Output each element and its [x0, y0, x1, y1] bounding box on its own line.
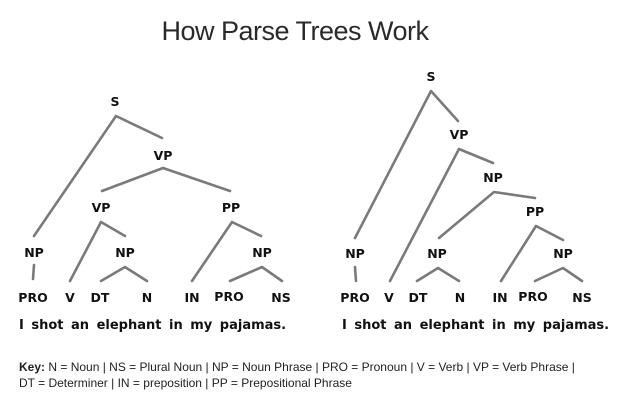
diagram-title: How Parse Trees Work	[161, 16, 429, 46]
leaf-ns: NS	[572, 290, 591, 305]
edge-np-pp	[228, 265, 284, 283]
leaf-ns: NS	[271, 290, 290, 305]
legend-key: Key: N = Noun | NS = Plural Noun | NP = …	[19, 359, 609, 391]
node-vp-inner: VP	[92, 200, 111, 215]
leaf-in: IN	[184, 290, 199, 305]
node-np-subject: NP	[24, 245, 44, 260]
node-np-object: NP	[115, 245, 135, 260]
key-line-1: N = Noun | NS = Plural Noun | NP = Noun …	[45, 360, 575, 374]
edge-np-pp	[533, 266, 584, 283]
leaf-pro: PRO	[18, 290, 47, 305]
edge-np-obj	[99, 265, 149, 283]
edge-vp-inner	[68, 220, 127, 283]
node-s: S	[110, 94, 119, 109]
node-np-inner: NP	[427, 246, 447, 261]
leaf-pro: PRO	[340, 290, 369, 305]
node-np-object: NP	[483, 170, 503, 185]
left-tree-sentence: I shot an elephant in my pajamas.	[19, 318, 287, 333]
node-np-subject: NP	[345, 246, 365, 261]
edge-pp	[190, 220, 263, 283]
leaf-pro-2: PRO	[518, 289, 547, 304]
leaf-in: IN	[492, 290, 507, 305]
node-np-pp: NP	[252, 245, 272, 260]
edge-np-inner	[415, 266, 461, 283]
key-label: Key:	[19, 360, 46, 374]
right-tree-sentence: I shot an elephant in my pajamas.	[342, 318, 610, 333]
edge-np-subj	[31, 263, 36, 281]
left-tree: S VP VP PP NP NP NP PRO V DT N IN PRO NS	[18, 94, 290, 305]
leaf-dt: DT	[91, 290, 110, 305]
node-pp: PP	[222, 200, 240, 215]
edge-s	[32, 114, 164, 238]
leaf-v: V	[384, 290, 394, 305]
edge-vp	[100, 166, 232, 193]
edge-np-obj	[437, 190, 537, 240]
edge-pp	[499, 224, 565, 283]
leaf-n: N	[455, 290, 465, 305]
leaf-pro-2: PRO	[214, 289, 243, 304]
edge-vp	[388, 147, 495, 283]
key-line-2: DT = Determiner | IN = preposition | PP …	[19, 376, 352, 390]
right-tree: S VP NP PP NP NP NP PRO V DT N IN PRO NS	[340, 69, 591, 305]
leaf-n: N	[142, 290, 152, 305]
node-vp: VP	[154, 148, 173, 163]
node-vp: VP	[450, 127, 469, 142]
node-s: S	[426, 69, 435, 84]
edge-s	[353, 89, 460, 240]
leaf-dt: DT	[409, 290, 428, 305]
node-pp: PP	[526, 204, 544, 219]
node-np-pp: NP	[553, 246, 573, 261]
leaf-v: V	[65, 290, 75, 305]
edge-np-subj	[353, 265, 358, 283]
